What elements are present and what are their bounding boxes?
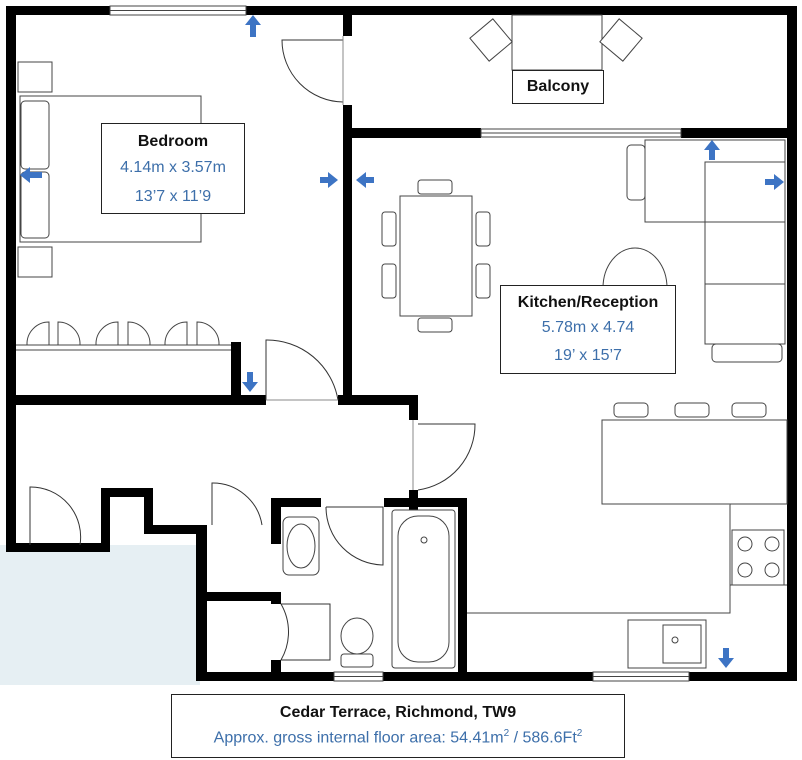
kitchen-units xyxy=(467,504,787,669)
kitchen-island xyxy=(601,402,788,505)
floor-area-text: Approx. gross internal floor area: 54.41… xyxy=(172,728,624,747)
kitchen-metric: 5.78m x 4.74 xyxy=(541,319,635,336)
exterior-area xyxy=(0,545,200,685)
airflow-arrows xyxy=(20,15,784,668)
superscript: 2 xyxy=(576,728,583,739)
bedroom-metric: 4.14m x 3.57m xyxy=(120,159,226,176)
sofa xyxy=(602,139,786,363)
kitchen-label: Kitchen/Reception 5.78m x 4.74 19’ x 15’… xyxy=(500,285,676,374)
balcony-label: Balcony xyxy=(512,70,604,104)
bedroom-name: Bedroom xyxy=(137,133,209,150)
windows xyxy=(109,5,690,682)
dining-set xyxy=(381,179,491,333)
superscript: 2 xyxy=(503,728,510,739)
area-imperial: / 586.6Ft xyxy=(509,729,577,747)
bathroom-fixtures xyxy=(282,509,456,669)
floor-area-caption: Cedar Terrace, Richmond, TW9 Approx. gro… xyxy=(171,694,625,758)
balcony-furniture xyxy=(469,14,643,71)
property-address: Cedar Terrace, Richmond, TW9 xyxy=(279,704,517,721)
kitchen-name: Kitchen/Reception xyxy=(517,294,659,311)
walls xyxy=(6,6,797,681)
doors xyxy=(29,36,476,661)
bedroom-imperial: 13’7 x 11’9 xyxy=(134,188,212,205)
wardrobe xyxy=(16,321,231,351)
area-metric: Approx. gross internal floor area: 54.41… xyxy=(213,729,504,747)
bedroom-label: Bedroom 4.14m x 3.57m 13’7 x 11’9 xyxy=(101,123,245,214)
kitchen-imperial: 19’ x 15’7 xyxy=(554,347,622,364)
floor-plan xyxy=(0,5,797,685)
balcony-name: Balcony xyxy=(526,78,590,95)
